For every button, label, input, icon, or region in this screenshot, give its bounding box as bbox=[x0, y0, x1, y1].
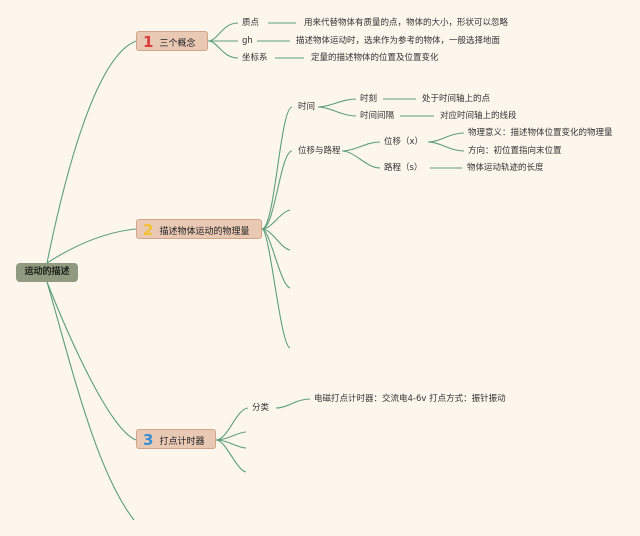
branch-number-2: 2 bbox=[143, 221, 154, 239]
category-node[interactable]: 分类 bbox=[252, 403, 270, 413]
path-length-desc: 物体运动轨迹的长度 bbox=[467, 163, 544, 173]
displacement-direction: 方向：初位置指向末位置 bbox=[468, 146, 562, 156]
time-node[interactable]: 时间 bbox=[298, 102, 316, 112]
branch-label: 描述物体运动的物理量 bbox=[159, 227, 250, 237]
concept-coordinates[interactable]: 坐标系 bbox=[242, 53, 268, 63]
concept-particle[interactable]: 质点 bbox=[242, 18, 260, 28]
branch-three-concepts[interactable]: 1 三个概念 bbox=[136, 31, 208, 51]
concept-particle-desc: 用来代替物体有质量的点，物体的大小，形状可以忽略 bbox=[304, 18, 509, 28]
branch-label: 三个概念 bbox=[159, 39, 196, 49]
displacement-meaning: 物理意义：描述物体位置变化的物理量 bbox=[468, 128, 613, 138]
branch-number-3: 3 bbox=[143, 431, 154, 449]
branch-physical-quantities[interactable]: 2 描述物体运动的物理量 bbox=[136, 219, 262, 239]
category-desc: 电磁打点计时器：交流电4-6v 打点方式：振针振动 bbox=[314, 394, 506, 404]
concept-reference[interactable]: gh bbox=[242, 36, 253, 46]
interval-node[interactable]: 时间间隔 bbox=[360, 111, 395, 121]
branch-number-1: 1 bbox=[143, 33, 154, 51]
displacement-node[interactable]: 位移（x） bbox=[384, 137, 424, 147]
concept-coordinates-desc: 定量的描述物体的位置及位置变化 bbox=[311, 53, 439, 63]
displacement-path-node[interactable]: 位移与路程 bbox=[298, 146, 341, 156]
moment-node[interactable]: 时刻 bbox=[360, 94, 378, 104]
moment-desc: 处于时间轴上的点 bbox=[422, 94, 491, 104]
concept-reference-desc: 描述物体运动时，选来作为参考的物体，一般选择地面 bbox=[296, 36, 501, 46]
path-length-node[interactable]: 路程（s） bbox=[384, 163, 423, 173]
interval-desc: 对应时间轴上的线段 bbox=[440, 111, 517, 121]
branch-timer[interactable]: 3 打点计时器 bbox=[136, 429, 216, 449]
root-node[interactable]: 运动的描述 bbox=[16, 263, 78, 282]
branch-label: 打点计时器 bbox=[159, 437, 205, 447]
